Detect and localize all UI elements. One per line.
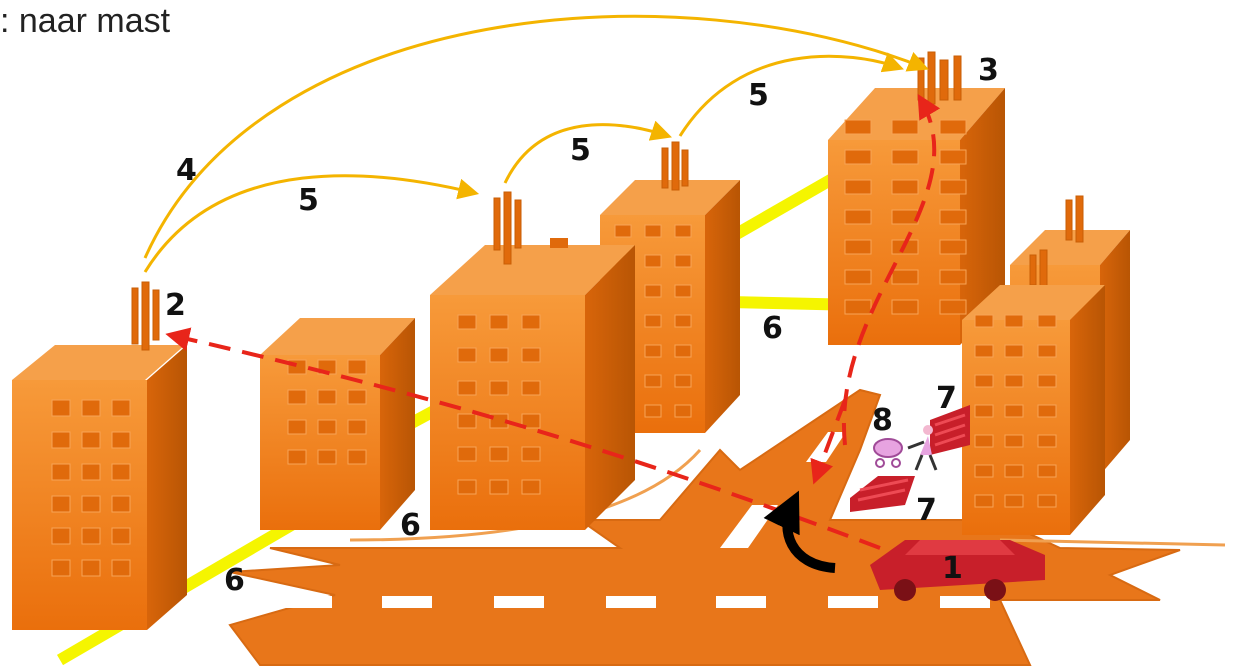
label-car: 1 bbox=[942, 551, 963, 586]
crossing-bottom bbox=[850, 476, 915, 512]
pedestrian-icon bbox=[873, 425, 938, 471]
signal-path bbox=[165, 93, 941, 550]
label-crossing-bottom: 7 bbox=[916, 493, 937, 528]
building-left bbox=[12, 281, 187, 630]
label-cable-c: 6 bbox=[762, 311, 783, 346]
road bbox=[228, 388, 1226, 666]
label-hop-a: 5 bbox=[298, 183, 319, 218]
turn-arrow-icon bbox=[763, 490, 836, 573]
mast-hop-arrows bbox=[143, 14, 929, 273]
crossing-top bbox=[930, 405, 970, 455]
label-mast-left: 2 bbox=[165, 288, 186, 323]
lane-markings bbox=[282, 432, 990, 608]
antenna-icon bbox=[661, 141, 689, 191]
label-cable-a: 6 bbox=[224, 563, 245, 598]
building-5 bbox=[828, 51, 1005, 345]
label-hop-b: 5 bbox=[570, 133, 591, 168]
antenna-icon bbox=[917, 51, 962, 105]
building-2 bbox=[260, 318, 415, 530]
label-pedestrian: 8 bbox=[872, 403, 893, 438]
label-hop-long: 4 bbox=[176, 153, 197, 188]
antenna-icon bbox=[493, 191, 522, 265]
label-hop-c: 5 bbox=[748, 78, 769, 113]
antenna-icon bbox=[1029, 195, 1084, 287]
antenna-icon bbox=[131, 281, 160, 351]
label-cable-b: 6 bbox=[400, 508, 421, 543]
car-icon bbox=[870, 540, 1045, 601]
building-7 bbox=[962, 285, 1105, 535]
label-mast-right: 3 bbox=[978, 53, 999, 88]
slide-title: : naar mast bbox=[0, 2, 171, 40]
label-crossing-top: 7 bbox=[936, 381, 957, 416]
